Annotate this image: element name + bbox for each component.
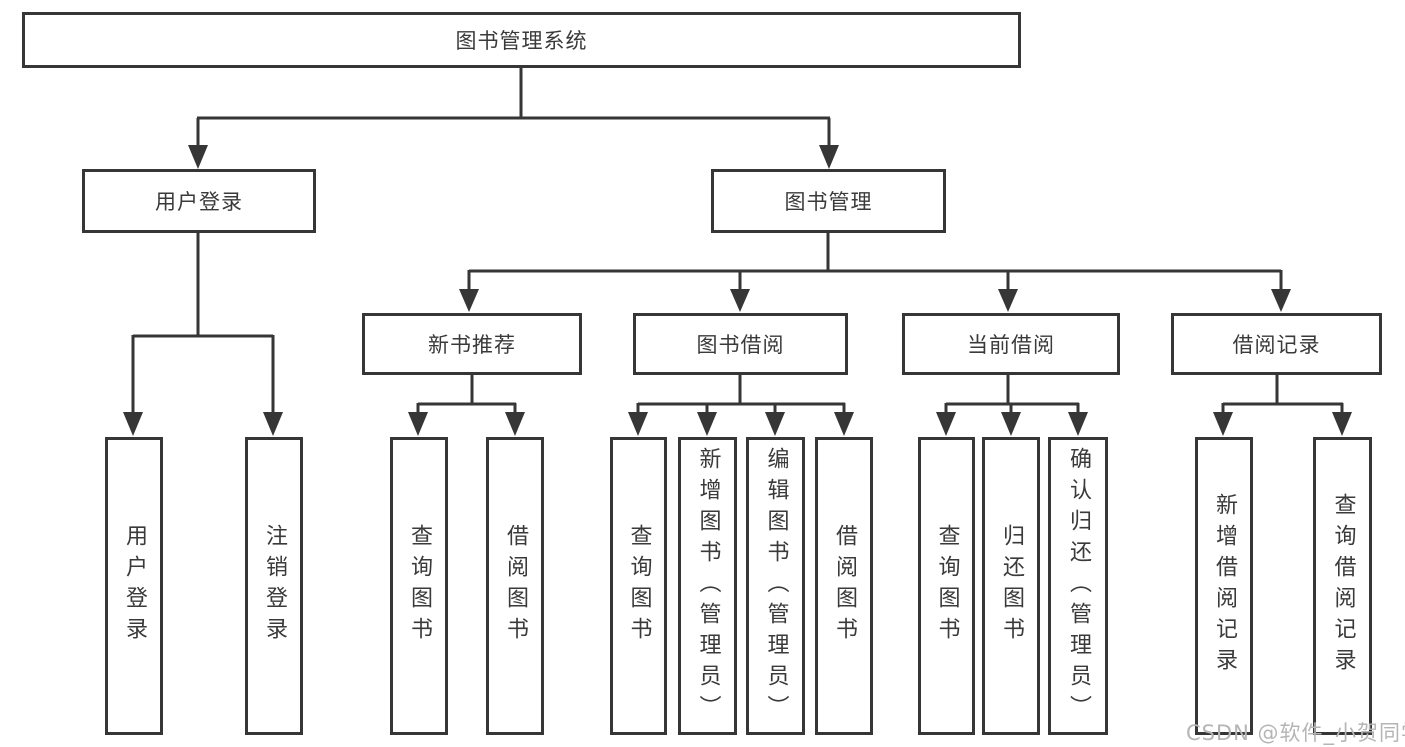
leaf-query-books-current: 查询图书 bbox=[918, 437, 975, 735]
connector-root-to-level1 bbox=[188, 67, 839, 169]
node-current-borrowing-label: 当前借阅 bbox=[967, 333, 1055, 357]
leaf-edit-books-admin: 编辑图书（管理员） bbox=[746, 437, 805, 735]
leaf-query-books-recommend: 查询图书 bbox=[390, 437, 448, 735]
leaf-confirm-return-admin: 确认归还（管理员） bbox=[1048, 437, 1108, 735]
connector-records-to-leaves bbox=[1213, 375, 1352, 436]
node-book-borrowing: 图书借阅 bbox=[633, 313, 848, 375]
connector-book-management-to-level2 bbox=[459, 233, 1291, 312]
node-borrowing-records-label: 借阅记录 bbox=[1232, 333, 1321, 357]
node-current-borrowing: 当前借阅 bbox=[902, 313, 1120, 375]
leaf-edit-books-admin-label: 编辑图书（管理员） bbox=[763, 446, 789, 726]
leaf-user-login: 用户登录 bbox=[105, 437, 163, 735]
leaf-query-borrow-record: 查询借阅记录 bbox=[1313, 437, 1372, 735]
leaf-logout-label: 注销登录 bbox=[262, 524, 287, 648]
leaf-borrow-books-recommend: 借阅图书 bbox=[486, 437, 544, 735]
node-borrowing-records: 借阅记录 bbox=[1171, 313, 1382, 375]
node-new-book-recommendation-label: 新书推荐 bbox=[428, 333, 516, 357]
connector-new-book-to-leaves bbox=[408, 375, 525, 436]
leaf-add-books-admin-label: 新增图书（管理员） bbox=[695, 446, 721, 726]
node-new-book-recommendation: 新书推荐 bbox=[362, 313, 582, 375]
connector-book-borrow-to-leaves bbox=[628, 375, 854, 436]
leaf-add-books-admin: 新增图书（管理员） bbox=[678, 437, 737, 735]
node-user-login-label: 用户登录 bbox=[155, 190, 243, 214]
leaf-return-books-label: 归还图书 bbox=[999, 524, 1024, 648]
leaf-query-books-borrow: 查询图书 bbox=[610, 437, 667, 735]
leaf-borrow-books-borrow: 借阅图书 bbox=[815, 437, 873, 735]
node-book-borrowing-label: 图书借阅 bbox=[696, 333, 785, 357]
leaf-borrow-books-recommend-label: 借阅图书 bbox=[503, 524, 528, 648]
node-book-management-label: 图书管理 bbox=[784, 190, 873, 214]
leaf-return-books: 归还图书 bbox=[982, 437, 1040, 735]
leaf-query-books-current-label: 查询图书 bbox=[934, 524, 960, 648]
leaf-borrow-books-borrow-label: 借阅图书 bbox=[832, 524, 857, 648]
connector-current-borrow-to-leaves bbox=[936, 375, 1088, 436]
watermark: CSDN @软件_小贺同学 bbox=[1186, 721, 1405, 745]
leaf-query-books-borrow-label: 查询图书 bbox=[626, 524, 652, 648]
leaf-add-borrow-record: 新增借阅记录 bbox=[1195, 437, 1253, 735]
leaf-query-books-recommend-label: 查询图书 bbox=[407, 524, 432, 648]
node-root-label: 图书管理系统 bbox=[455, 29, 588, 53]
leaf-confirm-return-admin-label: 确认归还（管理员） bbox=[1066, 446, 1091, 726]
connector-user-login-to-leaves bbox=[123, 233, 283, 436]
node-book-management: 图书管理 bbox=[711, 169, 946, 233]
leaf-logout: 注销登录 bbox=[245, 437, 303, 735]
leaf-query-borrow-record-label: 查询借阅记录 bbox=[1330, 493, 1356, 679]
leaf-user-login-label: 用户登录 bbox=[122, 524, 147, 648]
node-user-login: 用户登录 bbox=[82, 169, 316, 233]
leaf-add-borrow-record-label: 新增借阅记录 bbox=[1212, 493, 1237, 679]
node-root: 图书管理系统 bbox=[22, 12, 1021, 68]
